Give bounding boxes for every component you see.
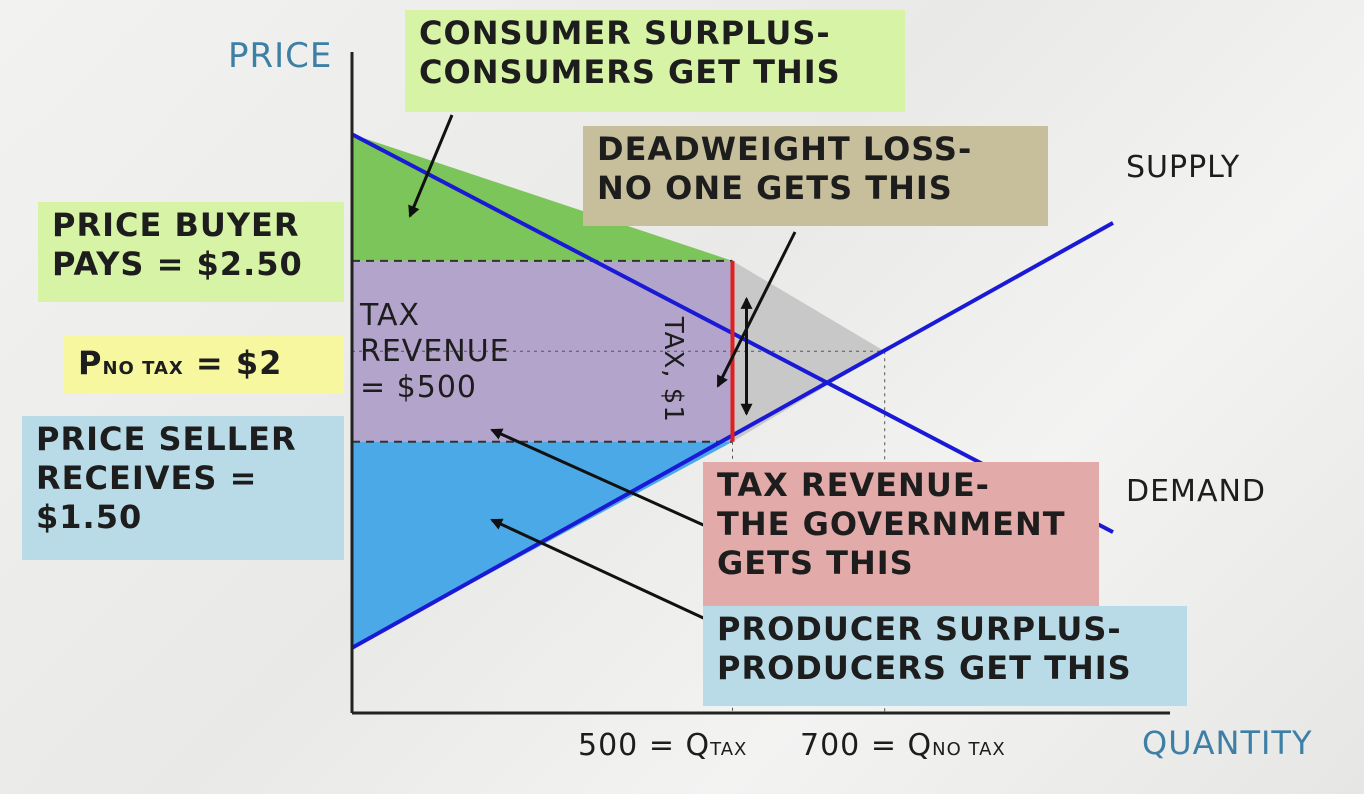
consumer-surplus-line-2: CONSUMERS GET THIS [419,53,841,92]
x-tick-qtax-subscript: TAX [710,739,748,760]
consumer-surplus-area [352,134,733,261]
price-no-tax-note: PNO TAX = $2 [64,336,344,394]
tax-revenue-note-line-1: TAX REVENUE- [717,466,990,504]
tax-revenue-area-line-1: TAX [360,298,421,333]
deadweight-loss-line-1: DEADWEIGHT LOSS- [597,130,973,168]
tax-revenue-area-line-2: REVENUE [360,334,510,369]
price-no-tax-value: = $2 [195,344,283,382]
deadweight-loss-note: DEADWEIGHT LOSS- NO ONE GETS THIS [583,126,1048,226]
tax-revenue-note-line-3: GETS THIS [717,544,914,583]
price-seller-line-3: $1.50 [36,498,143,537]
deadweight-loss-line-2: NO ONE GETS THIS [597,169,953,208]
price-seller-line-1: PRICE SELLER [36,420,297,458]
deadweight-loss-pointer [716,231,797,388]
price-no-tax-symbol: P [78,344,103,382]
producer-surplus-note: PRODUCER SURPLUS- PRODUCERS GET THIS [703,606,1187,706]
tax-revenue-pointer [490,428,711,530]
consumer-surplus-line-1: CONSUMER SURPLUS- [419,14,831,52]
x-tick-qtax-symbol: Q [685,728,711,763]
price-buyer-line-1: PRICE BUYER [52,206,300,244]
demand-curve-label: DEMAND [1126,474,1267,509]
x-tick-qtax-value: 500 [578,728,639,763]
tax-revenue-area-line-3: = $500 [360,370,478,405]
x-tick-label-qnotax: 700 = QNO TAX [800,728,1006,765]
price-buyer-line-2: PAYS = $2.50 [52,245,303,284]
x-tick-qnotax-value: 700 [800,728,861,763]
y-axis-label: PRICE [228,36,333,76]
x-tick-qtax-equals: = [648,728,675,763]
consumer-surplus-note: CONSUMER SURPLUS- CONSUMERS GET THIS [405,10,905,112]
tax-revenue-area-label: TAX REVENUE = $500 [360,298,510,406]
producer-surplus-line-2: PRODUCERS GET THIS [717,649,1132,688]
supply-curve-label: SUPPLY [1126,150,1241,185]
price-no-tax-subscript: NO TAX [102,358,184,379]
x-tick-qnotax-equals: = [870,728,897,763]
price-seller-line-2: RECEIVES = [36,459,258,498]
price-seller-receives-note: PRICE SELLER RECEIVES = $1.50 [22,416,344,560]
price-buyer-pays-note: PRICE BUYER PAYS = $2.50 [38,202,344,302]
x-tick-qnotax-subscript: NO TAX [932,739,1006,760]
tax-amount-label: TAX, $1 [657,316,688,423]
tax-revenue-note: TAX REVENUE- THE GOVERNMENT GETS THIS [703,462,1099,606]
x-tick-label-qtax: 500 = QTAX [578,728,747,765]
x-axis-label: QUANTITY [1142,724,1313,762]
tax-revenue-note-line-2: THE GOVERNMENT [717,505,1066,544]
consumer-surplus-pointer [408,114,454,218]
x-tick-qnotax-symbol: Q [907,728,933,763]
producer-surplus-line-1: PRODUCER SURPLUS- [717,610,1122,648]
producer-surplus-pointer [490,518,713,624]
